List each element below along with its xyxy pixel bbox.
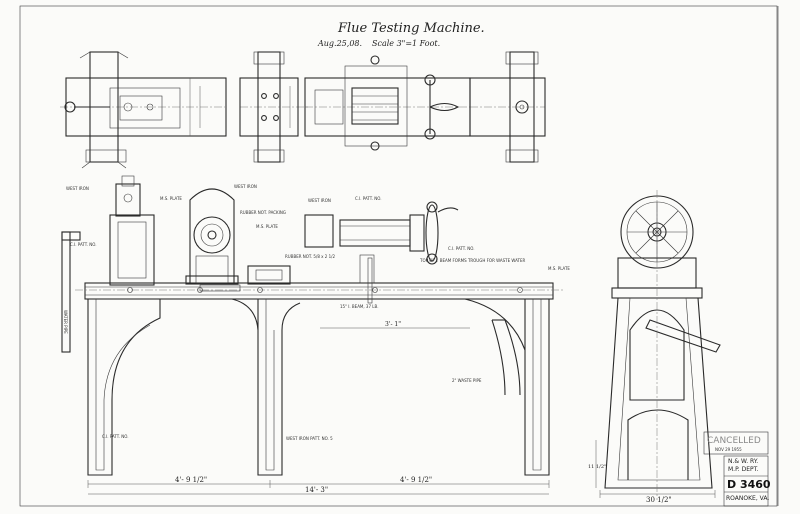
dim-left-span: 4'- 9 1/2" [175,476,207,484]
drawing-date: Aug.25,08. [317,39,362,48]
cancelled-stamp [703,431,769,455]
main-elevation [61,175,565,476]
note-ms-plate-3: M.S. PLATE [548,266,570,271]
stamp-text: CANCELLED [707,436,761,446]
drawing-title: Flue Testing Machine. [337,21,485,36]
title-block [723,455,769,507]
note-rubber-2: RUBBER NOT. 5/8 x 2 1/2 [285,254,335,259]
note-ms-plate-2: M.S. PLATE [256,224,278,229]
sheet-border [19,5,778,507]
drawing-scale: Scale 3"=1 Foot. [372,39,440,48]
note-water-pipe: WATER PIPE [63,310,68,334]
note-west-iron-2: WEST IRON [234,184,257,189]
note-top-of-beam: TOP OF I. BEAM FORMS TROUGH FOR WASTE WA… [419,258,526,263]
note-ci-patt-4: C.I. PATT. NO. [102,434,129,439]
dim-mid-span: 3'- 1" [385,321,401,328]
dim-end-width: 30 1/2" [646,496,672,504]
note-ms-plate-1: M.S. PLATE [160,196,182,201]
plan-view-4 [469,51,546,163]
dim-right-span: 4'- 9 1/2" [400,476,432,484]
note-west-iron-patt: WEST IRON PATT. NO. 5 [286,436,333,441]
dim-end-height: 11 1/2" [588,464,606,470]
tb-railway: N.& W. RY. [728,458,758,465]
stamp-date: NOV 29 1955 [715,447,742,452]
note-ci-patt-2: C.I. PATT. NO. [70,242,97,247]
tb-location: ROANOKE, VA. [726,495,769,502]
plan-view-3 [304,55,471,151]
dim-overall-length: 14'- 3" [305,486,328,494]
note-west-iron-1: WEST IRON [66,186,89,191]
note-ci-patt-3: C.I. PATT. NO. [448,246,475,251]
main-dimensions [87,327,550,495]
note-west-iron-3: WEST IRON [308,198,331,203]
tb-drawing-no: D 3460 [727,478,771,491]
note-waste-pipe: 2" WASTE PIPE [452,378,482,383]
tb-dept: M.P. DEPT. [728,466,759,473]
note-ci-patt-1: C.I. PATT. NO. [355,196,382,201]
end-view [595,190,721,500]
plan-view-1 [60,51,227,169]
note-i-beam: 15" I. BEAM, 37 LB. [340,304,379,309]
note-rubber-1: RUBBER NOT. PACKING [240,210,286,215]
plan-view-2 [239,51,308,163]
